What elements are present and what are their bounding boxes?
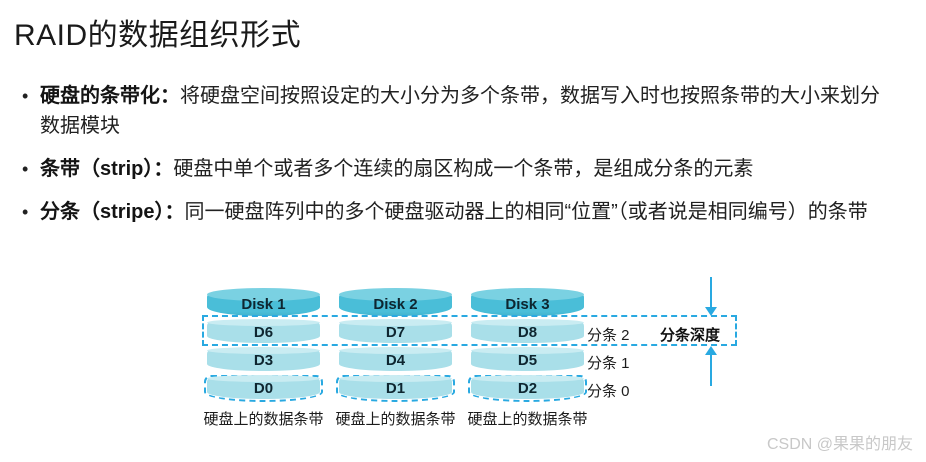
cylinder-top-ellipse — [339, 375, 452, 382]
cylinder-top-ellipse — [471, 319, 584, 326]
bullet-text: 将硬盘空间按照设定的大小分为多个条带，数据写入时也按照条带的大小来划分数据模块 — [40, 85, 880, 137]
strip-cell: D7 — [339, 319, 452, 343]
strip-label: D1 — [385, 380, 406, 397]
depth-arrow-line-bottom — [710, 354, 712, 386]
strip-cell-marked: D0 — [204, 375, 323, 402]
cylinder-top-ellipse — [207, 319, 320, 326]
bullet-text: 硬盘中单个或者多个连续的扇区构成一个条带，是组成分条的元素 — [173, 158, 754, 180]
cylinder-top-ellipse — [207, 347, 320, 354]
bullet-lead: 硬盘的条带化： — [40, 85, 180, 107]
depth-arrow-line-top — [710, 277, 712, 308]
disk-caption: 硬盘上的数据条带 — [335, 411, 456, 428]
disk-column-3: Disk 3 D8 D5 D2 硬盘上的数据条带 — [467, 288, 588, 438]
bullet-lead: 分条（stripe）： — [40, 201, 185, 223]
strip-label: D7 — [385, 324, 406, 341]
strip-label: D8 — [517, 324, 538, 341]
strip-label: D6 — [253, 324, 274, 341]
stripe-label-2: 分条 2 — [587, 327, 630, 344]
cylinder-top-ellipse — [207, 288, 320, 301]
bullet-item-striping: 硬盘的条带化：将硬盘空间按照设定的大小分为多个条带，数据写入时也按照条带的大小来… — [14, 81, 898, 141]
bullet-item-strip: 条带（strip）：硬盘中单个或者多个连续的扇区构成一个条带，是组成分条的元素 — [14, 154, 898, 184]
disk-column-1: Disk 1 D6 D3 D0 硬盘上的数据条带 — [203, 288, 324, 438]
disk-name: Disk 2 — [373, 296, 418, 313]
stripe-highlight-box — [202, 315, 737, 346]
strip-label: D0 — [253, 380, 274, 397]
strip-cell: D8 — [471, 319, 584, 343]
cylinder-top-ellipse — [471, 347, 584, 354]
disk-caption: 硬盘上的数据条带 — [467, 411, 588, 428]
cylinder-top-ellipse — [339, 319, 452, 326]
cylinder-top-ellipse — [471, 288, 584, 301]
strip-label: D5 — [517, 352, 538, 369]
page-title: RAID的数据组织形式 — [14, 19, 302, 52]
cylinder-top-ellipse — [471, 375, 584, 382]
cylinder-top-ellipse — [339, 347, 452, 354]
disk-name: Disk 1 — [241, 296, 286, 313]
strip-cell: D4 — [339, 347, 452, 371]
bullet-item-stripe: 分条（stripe）：同一硬盘阵列中的多个硬盘驱动器上的相同“位置”（或者说是相… — [14, 197, 898, 227]
cylinder-top-ellipse — [207, 375, 320, 382]
watermark: CSDN @果果的朋友 — [766, 436, 913, 453]
disk-cylinder: Disk 2 — [339, 288, 452, 316]
bullet-text: 同一硬盘阵列中的多个硬盘驱动器上的相同“位置”（或者说是相同编号）的条带 — [184, 201, 868, 223]
disk-cylinder: Disk 3 — [471, 288, 584, 316]
stripe-label-1: 分条 1 — [587, 355, 630, 372]
disk-caption: 硬盘上的数据条带 — [203, 411, 324, 428]
strip-cell: D6 — [207, 319, 320, 343]
bullet-list: 硬盘的条带化：将硬盘空间按照设定的大小分为多个条带，数据写入时也按照条带的大小来… — [14, 81, 898, 240]
stripe-depth-label: 分条深度 — [660, 327, 721, 344]
cylinder-top-ellipse — [339, 288, 452, 301]
disk-name: Disk 3 — [505, 296, 550, 313]
strip-cell: D5 — [471, 347, 584, 371]
strip-label: D4 — [385, 352, 406, 369]
strip-cell-marked: D2 — [468, 375, 587, 402]
strip-label: D2 — [517, 380, 538, 397]
strip-label: D3 — [253, 352, 274, 369]
strip-cell-marked: D1 — [336, 375, 455, 402]
bullet-lead: 条带（strip）： — [40, 158, 174, 180]
arrow-up-icon — [705, 346, 717, 355]
stripe-label-0: 分条 0 — [587, 383, 630, 400]
disk-cylinder: Disk 1 — [207, 288, 320, 316]
disk-column-2: Disk 2 D7 D4 D1 硬盘上的数据条带 — [335, 288, 456, 438]
strip-cell: D3 — [207, 347, 320, 371]
arrow-down-icon — [705, 307, 717, 316]
